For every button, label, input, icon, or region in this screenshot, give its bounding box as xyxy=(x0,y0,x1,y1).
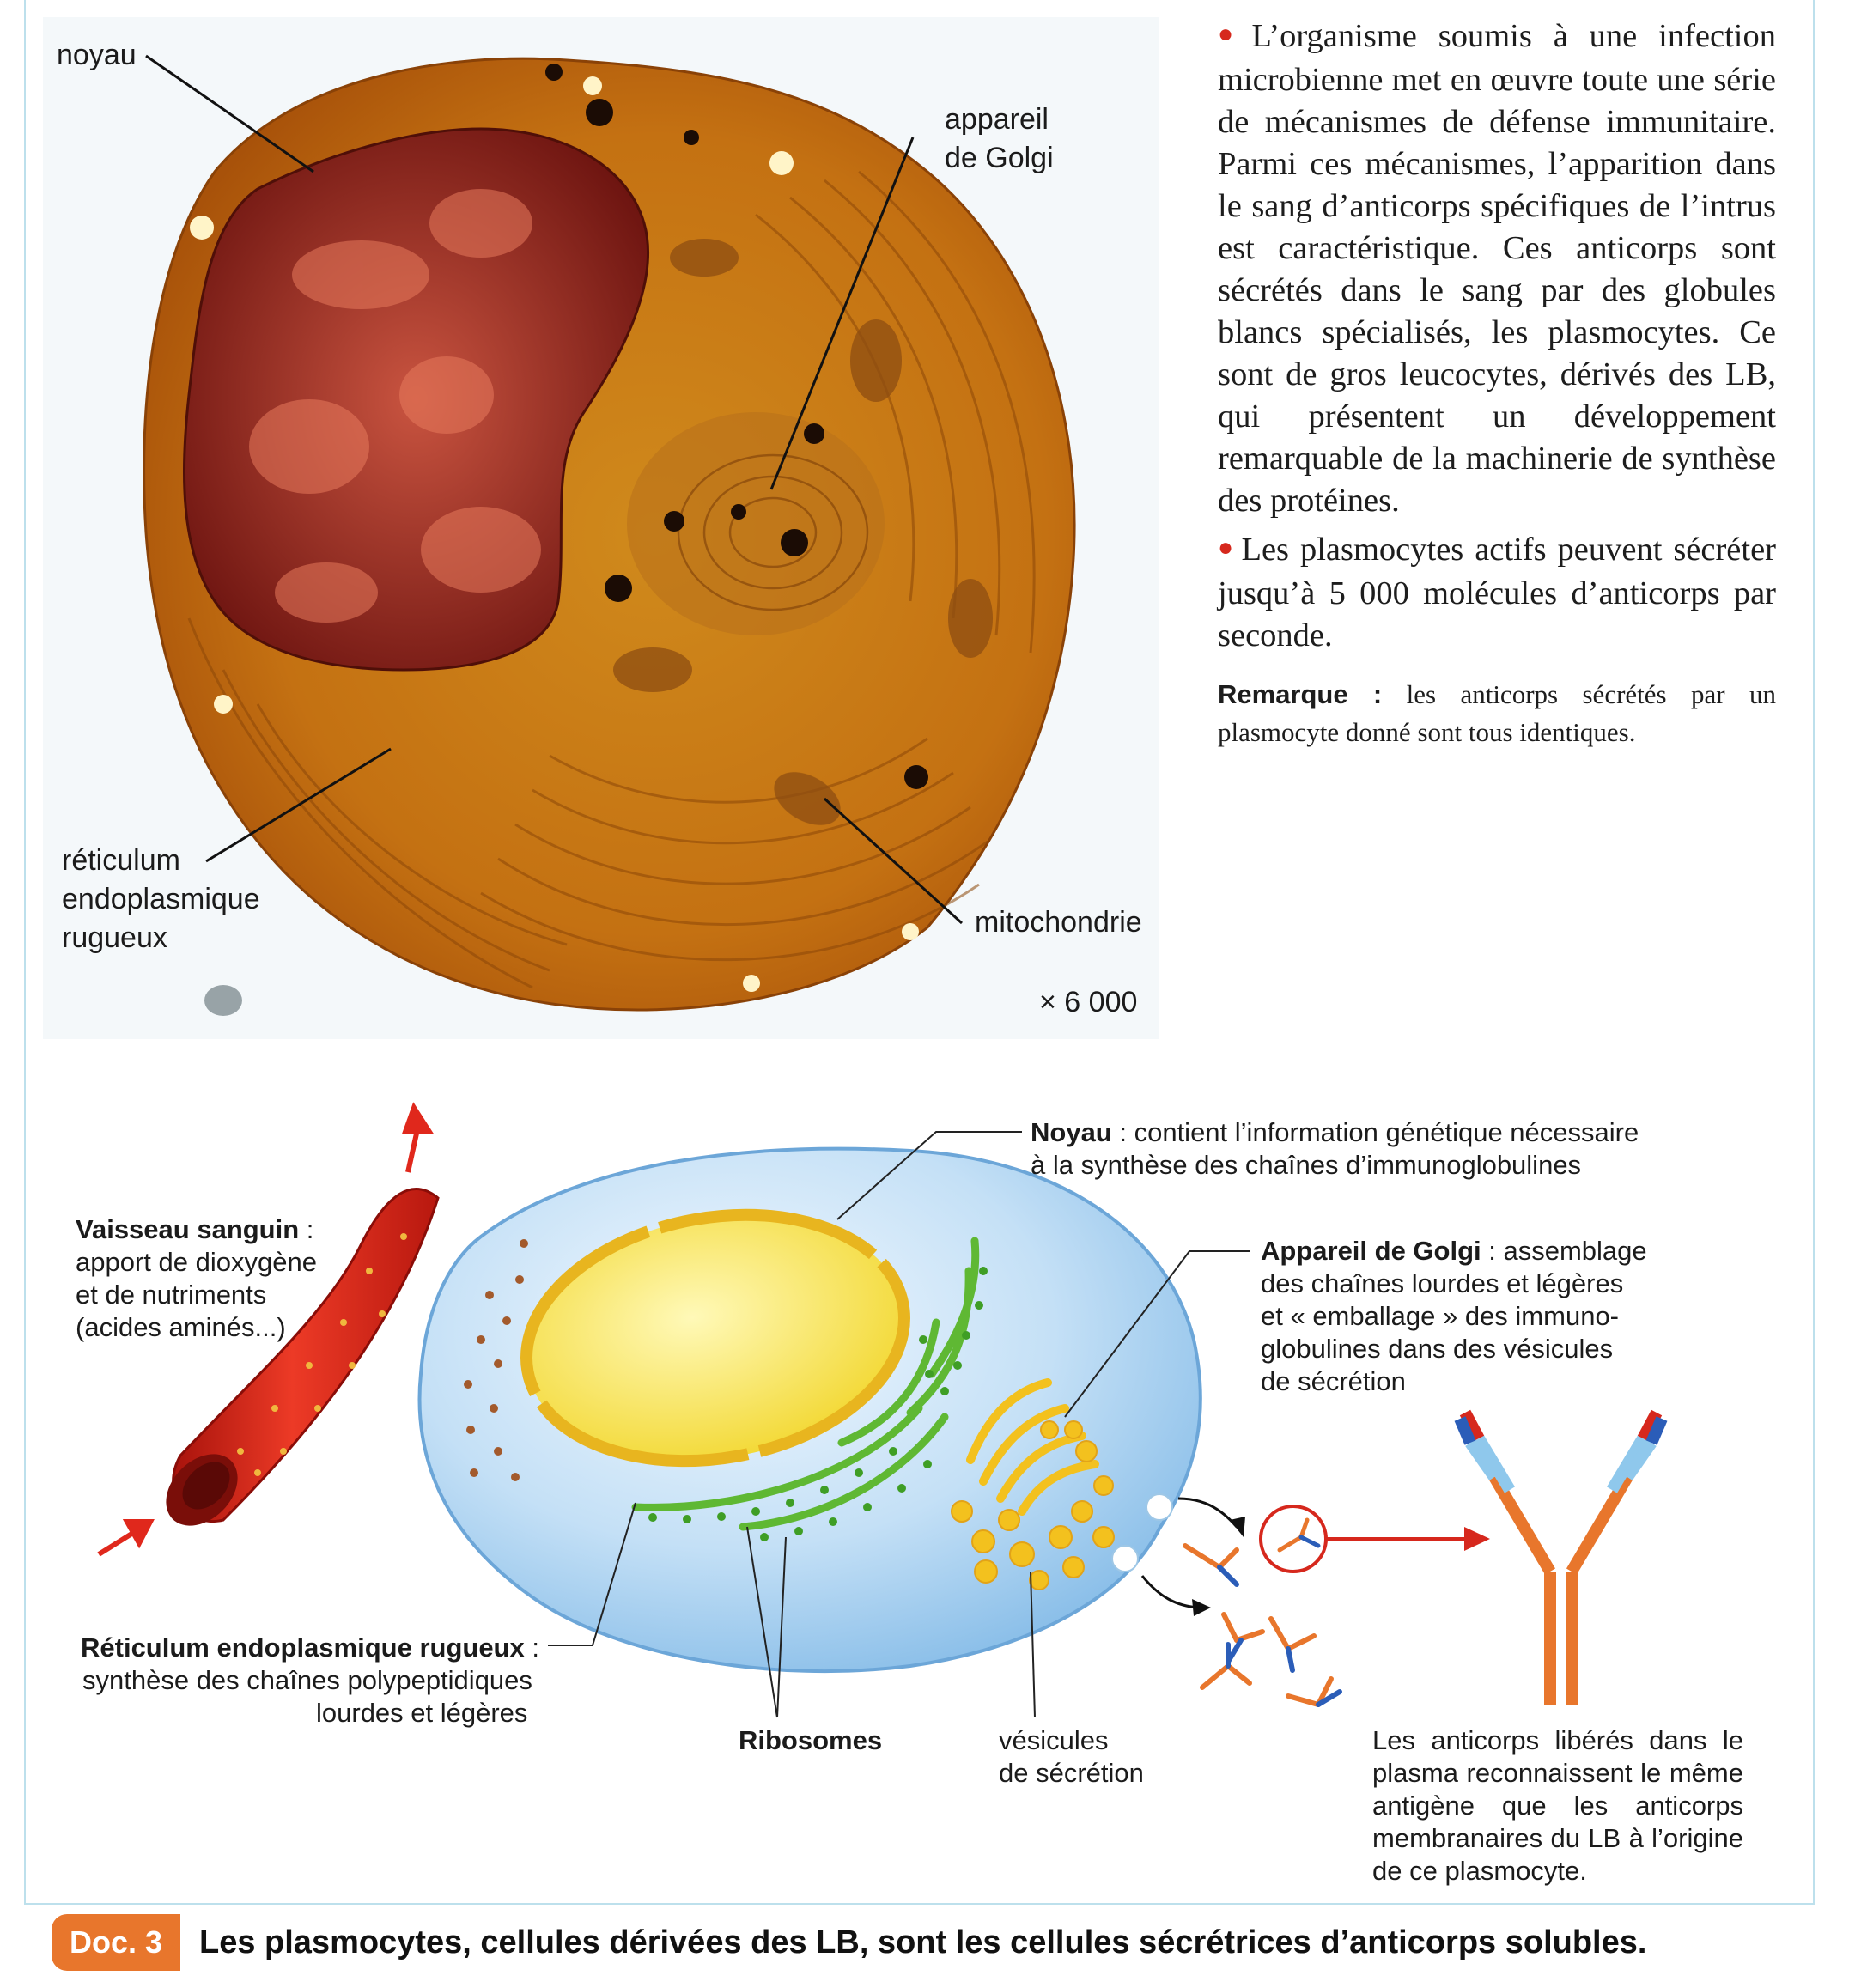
label-golgi-line4: globulines dans des vésicules xyxy=(1261,1334,1614,1364)
label-rer-line2-diagram: synthèse des chaînes polypeptidiques xyxy=(82,1665,532,1695)
document-frame xyxy=(24,0,1815,1905)
label-vesicules-line1: vésicules xyxy=(999,1725,1109,1755)
pale-vesicles xyxy=(190,76,919,992)
label-vaisseau-line3: et de nutriments xyxy=(76,1280,267,1310)
diagram-nucleus xyxy=(520,1208,910,1468)
secretory-vesicles xyxy=(951,1420,1115,1590)
large-antibody xyxy=(1454,1409,1668,1705)
label-rer-line2: endoplasmique xyxy=(62,883,260,915)
bullet-icon: ● xyxy=(1218,20,1247,48)
free-antibodies xyxy=(1183,1543,1342,1707)
label-vesicules-line2: de sécrétion xyxy=(999,1758,1144,1788)
label-anticorps: Les anticorps libérés dans le plasma rec… xyxy=(1372,1725,1743,1886)
mitochondria xyxy=(613,239,993,825)
label-rer-line3: rugueux xyxy=(62,921,167,954)
diagram-leader-lines xyxy=(548,1131,1250,1718)
label-golgi-line5: de sécrétion xyxy=(1261,1366,1406,1396)
remark: Remarque : les anticorps sécrétés par un… xyxy=(1218,676,1776,751)
label-rer-line1: réticulum xyxy=(62,844,180,877)
label-golgi-line2: des chaînes lourdes et légères xyxy=(1261,1268,1624,1298)
label-vaisseau: Vaisseau sanguin : xyxy=(76,1214,314,1244)
remark-label: Remarque : xyxy=(1218,679,1383,709)
paragraph-2: ●Les plasmocytes actifs peuvent sécréter… xyxy=(1218,532,1777,654)
blood-vessel xyxy=(97,1102,440,1557)
bullet-icon: ● xyxy=(1218,533,1237,562)
caption-title: Les plasmocytes, cellules dérivées des L… xyxy=(199,1924,1647,1961)
plasma-cell-diagram xyxy=(417,1146,1245,1674)
magnification: × 6 000 xyxy=(1039,986,1138,1018)
label-rer-diagram: Réticulum endoplasmique rugueux : xyxy=(81,1632,539,1663)
label-noyau-diagram: Noyau : contient l’information génétique… xyxy=(1031,1117,1639,1147)
rer-stripes xyxy=(187,170,1036,989)
granules xyxy=(545,64,928,789)
label-golgi-line3: et « emballage » des immuno- xyxy=(1261,1301,1620,1331)
zoom-circle xyxy=(1259,1505,1490,1573)
micrograph-cell xyxy=(43,17,1159,1039)
label-golgi-line2: de Golgi xyxy=(945,142,1054,174)
doc-badge: Doc. 3 xyxy=(52,1914,180,1971)
label-vaisseau-line4: (acides aminés...) xyxy=(76,1312,286,1342)
rer-cisternae xyxy=(631,1237,980,1531)
label-ribosomes: Ribosomes xyxy=(739,1725,883,1755)
ribosome-dots xyxy=(648,1267,988,1541)
remark-text: les anticorps sécrétés par un plasmocyte… xyxy=(1218,679,1776,747)
paragraph-1: ●L’organisme soumis à une infection micr… xyxy=(1218,18,1776,519)
label-golgi-line1: appareil xyxy=(945,103,1049,136)
micrograph-leader-lines xyxy=(145,54,964,925)
golgi-region xyxy=(627,412,885,635)
label-golgi-diagram: Appareil de Golgi : assemblage xyxy=(1261,1236,1647,1266)
label-rer-line3-diagram: lourdes et légères xyxy=(316,1698,528,1728)
label-mitochondrie: mitochondrie xyxy=(975,906,1142,939)
label-noyau: noyau xyxy=(57,39,137,71)
label-noyau-line2: à la synthèse des chaînes d’immunoglobul… xyxy=(1031,1150,1582,1180)
amino-acids xyxy=(464,1239,528,1481)
label-vaisseau-line2: apport de dioxygène xyxy=(76,1247,317,1277)
intro-text: ●L’organisme soumis à une infection micr… xyxy=(1218,15,1776,758)
